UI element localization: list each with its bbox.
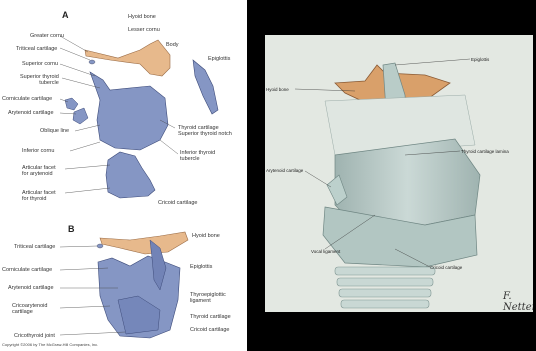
epiglottis-a	[193, 60, 218, 114]
label-thyroepiglottic-ligament: Thyroepiglottic ligament	[190, 292, 226, 304]
netter-signature: F. Netter	[503, 291, 533, 312]
netter-label-hyoid: Hyoid bone	[266, 87, 289, 93]
thyroid-cartilage-a	[90, 72, 168, 150]
label-triticeal-a: Triticeal cartilage	[16, 46, 57, 52]
label-facet-thyroid: Articular facet for thyroid	[22, 190, 56, 202]
label-cricoid-b: Cricoid cartilage	[190, 327, 229, 333]
label-superior-thyroid-tubercle: Superior thyroid tubercle	[20, 74, 59, 86]
label-oblique-line: Oblique line	[40, 128, 69, 134]
label-cricoarytenoid: Cricoarytenoid cartilage	[12, 303, 47, 315]
label-hyoid-bone-b: Hyoid bone	[192, 233, 220, 239]
label-facet-arytenoid: Articular facet for arytenoid	[22, 165, 56, 177]
cricoid-cartilage-a	[106, 152, 155, 198]
label-arytenoid-b: Arytenoid cartilage	[8, 285, 54, 291]
label-lesser-cornu: Lesser cornu	[128, 27, 160, 33]
netter-label-cricoid: Cricoid cartilage	[430, 265, 462, 271]
label-superior-cornu: Superior cornu	[22, 61, 58, 67]
section-b-label: B	[68, 224, 75, 234]
hyoid-bone-b	[100, 232, 188, 254]
right-illustration-panel: Epiglottis Hyoid bone Thyroid cartilage …	[265, 35, 533, 312]
label-inferior-cornu: Inferior cornu	[22, 148, 54, 154]
label-epiglottis-b: Epiglottis	[190, 264, 212, 270]
left-illustration-panel: A B Hyoid bone Greater cornu Lesser corn…	[0, 0, 247, 351]
right-anatomy-drawing	[265, 35, 533, 312]
netter-label-thyroid-lamina: Thyroid cartilage lamina	[461, 149, 509, 155]
label-corniculate-a: Corniculate cartilage	[2, 96, 52, 102]
label-cricoid-a: Cricoid cartilage	[158, 200, 197, 206]
copyright-text: Copyright ©2006 by The McGraw-Hill Compa…	[2, 342, 98, 347]
label-triticeal-b: Triticeal cartilage	[14, 244, 55, 250]
section-a-label: A	[62, 10, 69, 20]
label-superior-thyroid-notch: Superior thyroid notch	[178, 131, 232, 137]
hyoid-bone-a	[85, 40, 170, 76]
label-body: Body	[166, 42, 179, 48]
label-epiglottis-a: Epiglottis	[208, 56, 230, 62]
label-hyoid-bone-a: Hyoid bone	[128, 14, 156, 20]
label-thyroid-cartilage-b: Thyroid cartilage	[190, 314, 231, 320]
netter-label-arytenoid: Arytenoid cartilage	[266, 168, 303, 174]
label-greater-cornu: Greater cornu	[30, 33, 64, 39]
label-arytenoid-a: Arytenoid cartilage	[8, 110, 54, 116]
label-inferior-thyroid-tubercle: Inferior thyroid tubercle	[180, 150, 215, 162]
netter-label-epiglottis: Epiglottis	[471, 57, 489, 63]
label-corniculate-b: Corniculate cartilage	[2, 267, 52, 273]
label-cricothyroid-joint: Cricothyroid joint	[14, 333, 55, 339]
netter-label-vocal-ligament: Vocal ligament	[311, 249, 340, 255]
